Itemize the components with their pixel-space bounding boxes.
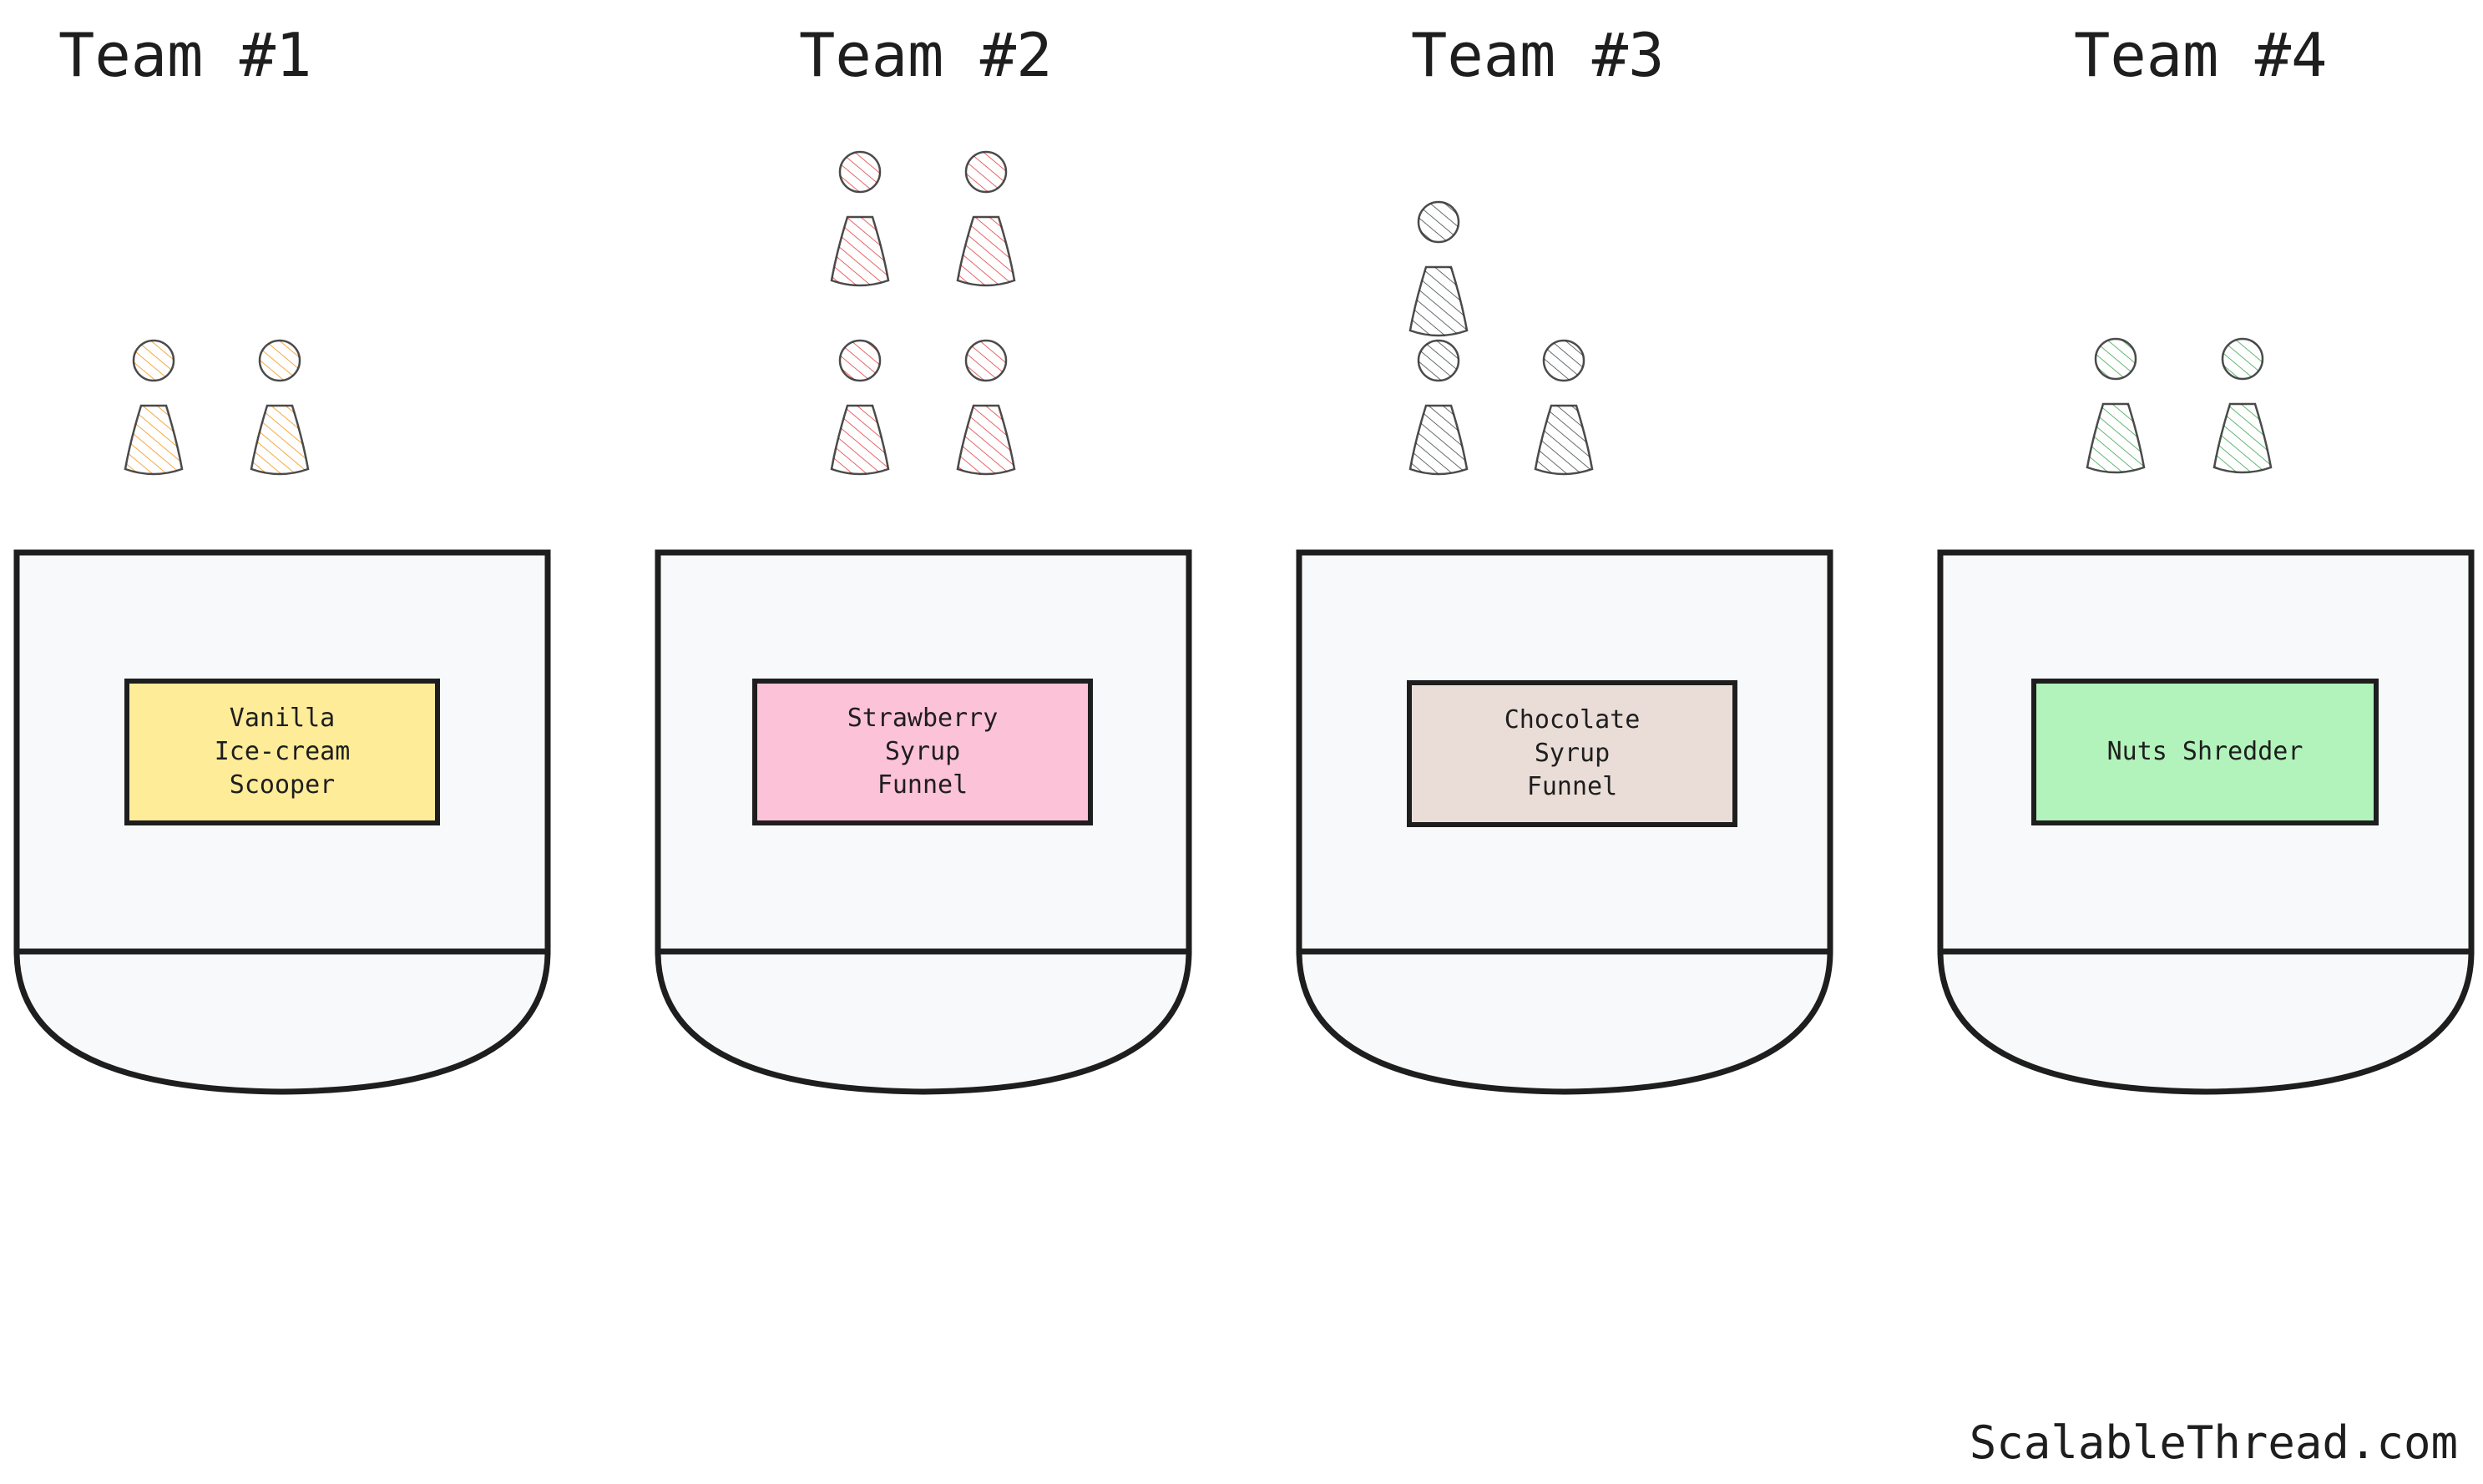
team-1-member-2-body [250,404,310,476]
team-2-member-4-body [956,404,1016,476]
team-4-member-1-head [2094,337,2137,381]
team-4-tool-label: Nuts Shredder [2106,737,2303,766]
team-2-members [830,150,1016,476]
team-3-tool-label: Chocolate Syrup Funnel [1504,705,1641,801]
team-3-member-3 [1534,339,1594,476]
team-2-member-3-head [838,339,882,382]
team-3-member-1 [1408,200,1469,337]
team-4-member-1-body [2086,402,2146,474]
team-2-title: Team #2 [799,20,1053,90]
team-3-member-1-head [1417,200,1460,244]
team-1-member-2 [250,339,310,476]
team-1-member-1-body [124,404,184,476]
team-4-members [2086,337,2273,474]
team-1-members [124,339,310,476]
team-2-member-3 [830,339,890,476]
team-1-tool-label: Vanilla Ice-cream Scooper [214,704,351,800]
team-2-member-3-body [830,404,890,476]
team-3-member-2-head [1417,339,1460,382]
team-3-member-2 [1408,339,1469,476]
team-2-tool-label: Strawberry Syrup Funnel [847,704,999,800]
team-4-member-1 [2086,337,2146,474]
team-2-station-base [655,948,1192,1095]
team-1-member-1-head [132,339,175,382]
team-4-station-base [1937,948,2475,1095]
team-1-title: Team #1 [58,20,312,90]
team-1-member-1 [124,339,184,476]
team-1-tool-box [124,679,440,825]
team-1 [13,339,551,1095]
team-3-title: Team #3 [1411,20,1665,90]
team-4-workstation [1937,549,2475,1095]
team-2-workstation [655,549,1192,1095]
team-2-member-4 [956,339,1016,476]
team-4-tool-box [2031,679,2379,825]
team-2-member-4-head [964,339,1008,382]
team-4 [1937,337,2475,1095]
team-4-member-2 [2212,337,2273,474]
team-2-member-1 [830,150,890,287]
watermark: ScalableThread.com [1969,1416,2458,1469]
team-2 [655,150,1192,1095]
team-1-workstation [13,549,551,1095]
team-3-tool-box [1407,680,1737,827]
team-1-station-base [13,948,551,1095]
team-2-member-2 [956,150,1016,287]
team-1-member-2-head [258,339,301,382]
team-2-member-1-body [830,215,890,287]
team-3-member-1-body [1408,265,1469,337]
team-3-member-3-body [1534,404,1594,476]
team-3-members [1408,200,1594,476]
team-2-member-2-head [964,150,1008,194]
team-3-station-base [1296,948,1833,1095]
team-3-workstation [1296,549,1833,1095]
team-2-member-1-head [838,150,882,194]
team-4-title: Team #4 [2074,20,2328,90]
team-3-member-2-body [1408,404,1469,476]
team-2-member-2-body [956,215,1016,287]
team-3 [1296,200,1833,1095]
team-4-member-2-head [2221,337,2264,381]
team-4-member-2-body [2212,402,2273,474]
team-2-tool-box [752,679,1093,825]
team-3-member-3-head [1542,339,1585,382]
